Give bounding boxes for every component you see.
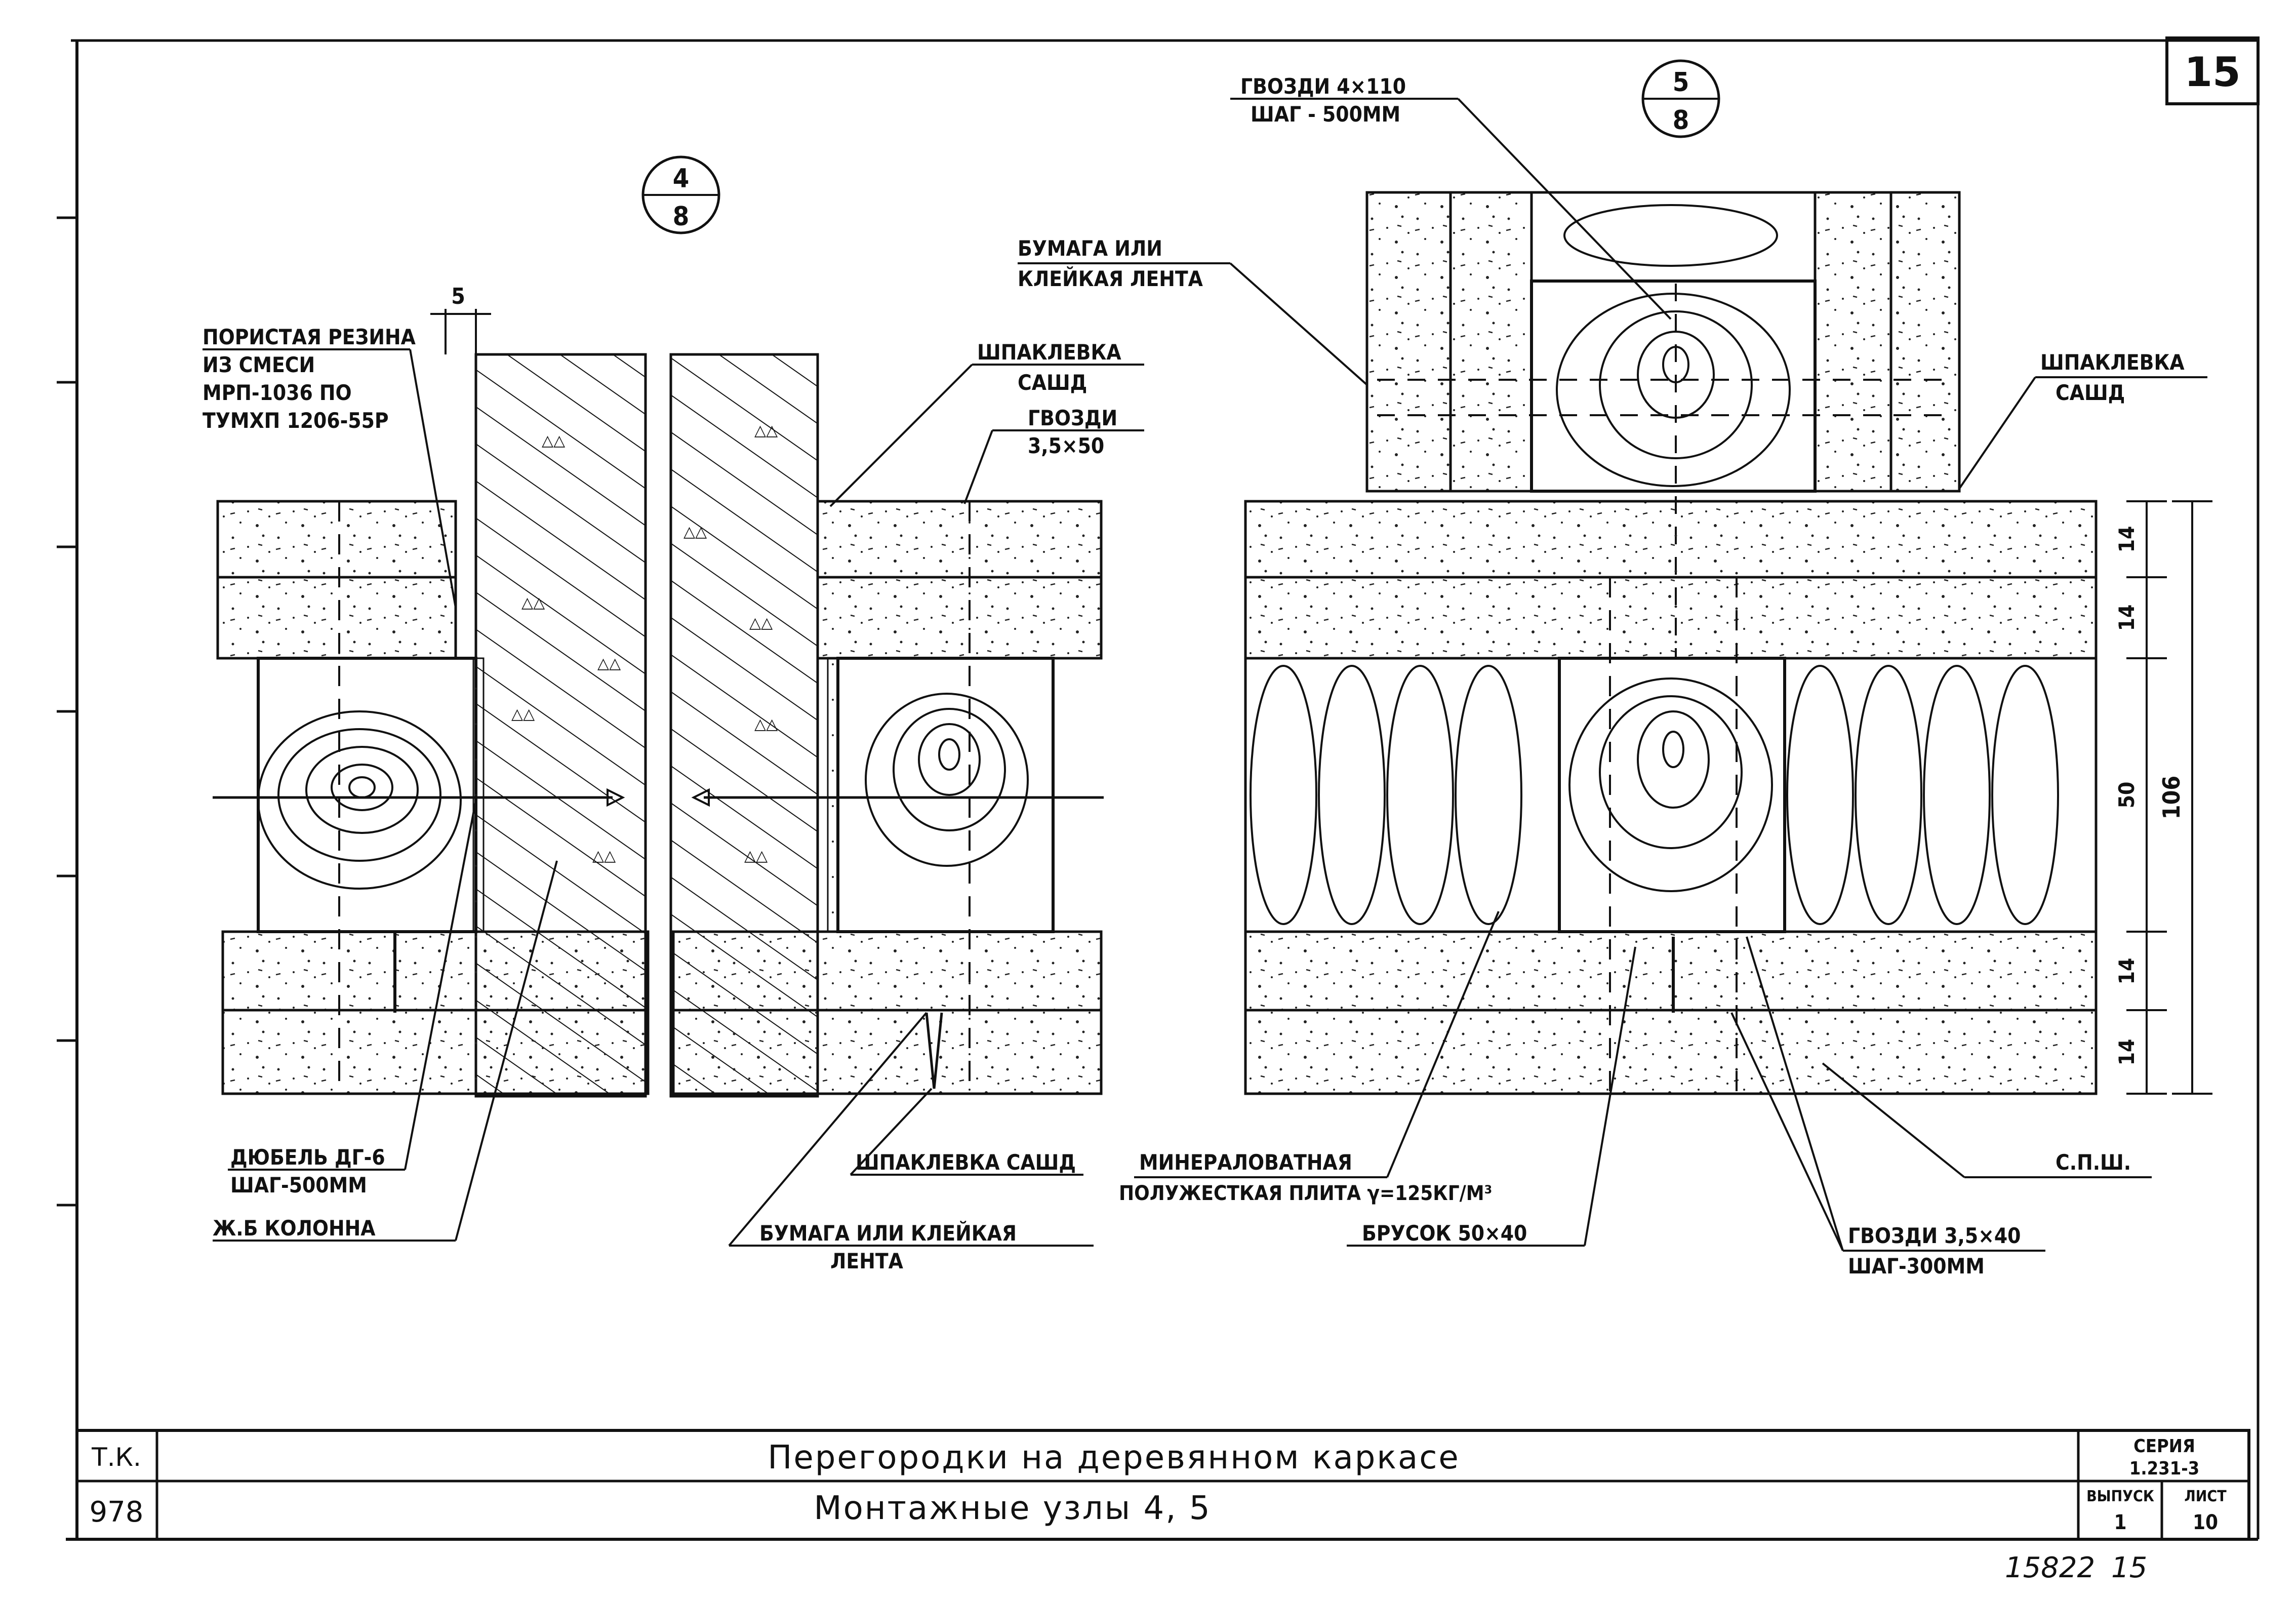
label-dowel-2: ШАГ-500ММ xyxy=(230,1173,367,1197)
label-putty-bottom: ШПАКЛЕВКА САШД xyxy=(856,1150,1076,1175)
board-left-top2 xyxy=(216,576,457,660)
wood-grain-right xyxy=(865,693,1029,867)
board-left-bot2 xyxy=(221,1009,650,1095)
svg-text:△△: △△ xyxy=(744,847,768,865)
dim-14-a: 14 xyxy=(2114,526,2139,553)
mineral-wool-pattern xyxy=(1250,665,2059,925)
board-r-bot1 xyxy=(1244,930,2098,1012)
svg-text:△△: △△ xyxy=(542,432,565,450)
sheet-number: 15 xyxy=(2184,49,2240,96)
dim-14-b: 14 xyxy=(2114,605,2139,631)
bottom-page: 15 xyxy=(2111,1551,2147,1584)
svg-text:△△: △△ xyxy=(511,705,535,723)
label-mineral-2: ПОЛУЖЕСТКАЯ ПЛИТА γ=125КГ/М³ xyxy=(1119,1182,1492,1205)
bottom-code: 15822 xyxy=(2005,1551,2095,1584)
wood-grain-left xyxy=(257,710,462,890)
sheet-label: ЛИСТ xyxy=(2184,1488,2227,1505)
label-spsh: С.П.Ш. xyxy=(2056,1150,2131,1175)
svg-text:△△: △△ xyxy=(521,594,545,612)
node-4-marker-top: 4 xyxy=(673,164,690,194)
board-left-top1 xyxy=(216,500,457,579)
dim-14-d: 14 xyxy=(2114,1039,2139,1066)
node-4-drawing: 4 8 △△ △△ △△ △△ △△ △△ △△ △△ △△ △△ xyxy=(213,155,1104,1098)
issue-value: 1 xyxy=(2114,1511,2126,1534)
label-putty-top-2: САШД xyxy=(1018,370,1087,395)
board-right-bot1 xyxy=(672,930,1103,1012)
dimension-chain xyxy=(2126,500,2212,1095)
title-block xyxy=(75,1429,2250,1541)
label-rubber-1: ПОРИСТАЯ РЕЗИНА xyxy=(203,325,416,349)
node-4-labels: ПОРИСТАЯ РЕЗИНА ИЗ СМЕСИ МРП-1036 ПО ТУМ… xyxy=(203,325,1121,1273)
dim-14-c: 14 xyxy=(2114,958,2139,985)
node-5-marker: 5 8 xyxy=(1641,59,1720,138)
tk-number: 978 xyxy=(90,1496,144,1529)
margin-ticks xyxy=(57,216,77,1207)
svg-text:△△: △△ xyxy=(754,422,778,440)
wood-bar-left xyxy=(257,657,477,933)
node-5-marker-bottom: 8 xyxy=(1673,105,1689,136)
mineral-wool-right xyxy=(1783,657,2098,933)
dim-50: 50 xyxy=(2114,782,2139,809)
wood-bar-middle xyxy=(1558,657,1786,933)
dim-106: 106 xyxy=(2158,776,2185,819)
label-nails-r-top-1: ГВОЗДИ 4×110 xyxy=(1240,74,1406,99)
series-label: СЕРИЯ xyxy=(2133,1436,2195,1457)
mineral-wool-left xyxy=(1244,657,1561,933)
svg-text:△△: △△ xyxy=(597,655,621,672)
label-nails-r-bottom-2: ШАГ-300ММ xyxy=(1848,1254,1985,1279)
board-left-bot1 xyxy=(221,930,650,1012)
label-nails-r-bottom-1: ГВОЗДИ 3,5×40 xyxy=(1848,1223,2021,1248)
svg-text:△△: △△ xyxy=(592,847,616,865)
svg-text:△△: △△ xyxy=(683,523,707,541)
drawing-title: Перегородки на деревянном каркасе xyxy=(768,1439,1460,1476)
board-right-bot2 xyxy=(672,1009,1103,1095)
label-putty-top-1: ШПАКЛЕВКА xyxy=(977,340,1121,365)
sheet-value: 10 xyxy=(2193,1511,2218,1534)
node-4-marker: 4 8 xyxy=(641,155,720,234)
node-4-callouts xyxy=(203,348,1144,1247)
drawing-subtitle: Монтажные узлы 4, 5 xyxy=(814,1490,1211,1527)
wood-bar-top xyxy=(1530,280,1817,493)
label-putty-r-2: САШД xyxy=(2056,380,2125,405)
sheet-number-box: 15 xyxy=(2165,36,2260,105)
board-r-top2 xyxy=(1244,576,2098,660)
label-bar: БРУСОК 50×40 xyxy=(1362,1221,1527,1246)
node-4-marker-bottom: 8 xyxy=(673,202,690,232)
label-mineral-1: МИНЕРАЛОВАТНАЯ xyxy=(1139,1150,1352,1175)
series-value: 1.231-3 xyxy=(2129,1458,2199,1479)
label-rubber-2: ИЗ СМЕСИ xyxy=(203,352,315,377)
node-5-drawing: 5 8 xyxy=(1244,59,2212,1095)
label-column: Ж.Б КОЛОННА xyxy=(213,1216,376,1241)
label-nails-top-2: 3,5×50 xyxy=(1028,433,1104,458)
label-nails-r-top-2: ШАГ - 500ММ xyxy=(1251,102,1400,127)
label-rubber-4: ТУМХП 1206-55Р xyxy=(203,408,389,433)
label-paper-r-2: КЛЕЙКАЯ ЛЕНТА xyxy=(1018,266,1203,291)
board-right-top1 xyxy=(816,500,1103,579)
label-paper-bottom-1: БУМАГА ИЛИ КЛЕЙКАЯ xyxy=(759,1220,1017,1246)
tk-label: Т.К. xyxy=(91,1443,141,1472)
board-right-top2 xyxy=(816,576,1103,660)
board-r-top1 xyxy=(1244,500,2098,579)
node-5-marker-top: 5 xyxy=(1673,67,1689,98)
svg-text:△△: △△ xyxy=(754,715,778,733)
label-rubber-3: МРП-1036 ПО xyxy=(203,380,352,405)
label-dowel-1: ДЮБЕЛЬ ДГ-6 xyxy=(230,1145,385,1170)
label-paper-r-1: БУМАГА ИЛИ xyxy=(1018,236,1162,261)
label-paper-bottom-2: ЛЕНТА xyxy=(830,1249,904,1273)
label-putty-r-1: ШПАКЛЕВКА xyxy=(2040,350,2185,375)
gap-dimension: 5 xyxy=(451,284,465,309)
node-5-callouts xyxy=(1018,98,2207,1252)
board-r-bot2 xyxy=(1244,1009,2098,1095)
node-5-labels: ГВОЗДИ 4×110 ШАГ - 500ММ БУМАГА ИЛИ КЛЕЙ… xyxy=(1018,74,2185,1279)
svg-text:△△: △△ xyxy=(749,614,773,632)
issue-label: ВЫПУСК xyxy=(2086,1488,2154,1505)
label-nails-top-1: ГВОЗДИ xyxy=(1028,406,1117,430)
